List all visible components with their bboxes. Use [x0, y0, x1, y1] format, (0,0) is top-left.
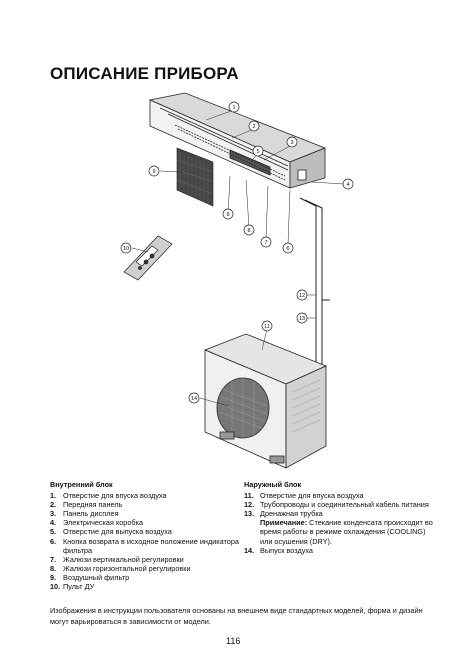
- list-item: 13.Дренажная трубка: [244, 509, 323, 519]
- callout-5: [252, 145, 264, 157]
- callout-8: [243, 224, 255, 236]
- callout-label-3: 3: [290, 140, 293, 146]
- callout-label-6: 6: [286, 246, 289, 252]
- list-item: 9.Воздушный фильтр: [50, 572, 130, 582]
- remote-control: [123, 235, 173, 281]
- callout-label-8: 8: [247, 228, 250, 234]
- list-item: 2.Передняя панель: [50, 500, 123, 510]
- outdoor-unit-legend: Наружный блок 11.Отверстие для впуска во…: [244, 480, 434, 555]
- page-number: 116: [226, 636, 241, 646]
- list-item: 7.Жалюзи вертикальной регулировки: [50, 554, 184, 564]
- callout-label-1: 1: [232, 105, 235, 111]
- list-item: 12.Трубопроводы и соединительный кабель …: [244, 500, 429, 510]
- page-title: ОПИСАНИЕ ПРИБОРА: [50, 64, 239, 83]
- outdoor-heading: Наружный блок: [244, 480, 302, 489]
- note: Примечание: Стекание конденсата происход…: [244, 518, 434, 545]
- callout-label-5: 5: [256, 149, 259, 155]
- indoor-unit-legend: Внутренний блок 1.Отверстие для впуска в…: [50, 480, 240, 591]
- callout-11: [261, 320, 273, 332]
- callout-label-8b: 8: [226, 212, 229, 218]
- callout-label-4: 4: [346, 182, 349, 188]
- footer-note: Изображения в инструкции пользователя ос…: [50, 606, 423, 626]
- note-label: Примечание:: [260, 518, 308, 528]
- list-item: 6.Кнопка возврата в исходное положение и…: [50, 536, 239, 555]
- callout-4: [342, 178, 354, 190]
- callout-label-2: 2: [252, 124, 255, 130]
- callout-label-14: 14: [191, 396, 197, 402]
- callout-3: [286, 136, 298, 148]
- callout-2: [248, 120, 260, 132]
- callout-label-13: 13: [299, 316, 305, 322]
- callout-label-7: 7: [264, 240, 267, 246]
- callout-label-9: 9: [152, 169, 155, 175]
- callout-1: [228, 101, 240, 113]
- list-item: 1.Отверстие для впуска воздуха: [50, 491, 167, 501]
- callout-10: [120, 242, 132, 254]
- list-item: 3.Панель дисплея: [50, 509, 119, 519]
- list-item: 5.Отверстие для выпуска воздуха: [50, 527, 172, 537]
- callout-label-12: 12: [299, 293, 305, 299]
- list-item: 14.Выпуск воздуха: [244, 545, 313, 555]
- callout-7: [260, 236, 272, 248]
- note-text: Стекание конденсата происходит во время …: [260, 518, 433, 546]
- callout-14: [188, 392, 200, 404]
- air-filter: [176, 147, 214, 207]
- pipes: [299, 197, 330, 432]
- callout-12: [296, 289, 308, 301]
- callout-13: [296, 312, 308, 324]
- callout-8b: [222, 208, 234, 220]
- list-item: 4.Электрическая коробка: [50, 518, 144, 528]
- outdoor-unit: [203, 333, 328, 469]
- callout-leaders: [131, 109, 345, 407]
- indoor-unit: [148, 92, 327, 189]
- list-item: 8.Жалюзи горизонтальной регулировки: [50, 563, 191, 573]
- indoor-heading: Внутренний блок: [50, 480, 113, 489]
- callout-label-11: 11: [264, 324, 270, 330]
- callout-9: [148, 165, 160, 177]
- callouts: [120, 101, 354, 404]
- callout-6: [282, 242, 294, 254]
- callout-label-10: 10: [123, 246, 129, 252]
- list-item: 10.Пульт ДУ: [50, 582, 95, 592]
- list-item: 11.Отверстие для впуска воздуха: [244, 491, 364, 501]
